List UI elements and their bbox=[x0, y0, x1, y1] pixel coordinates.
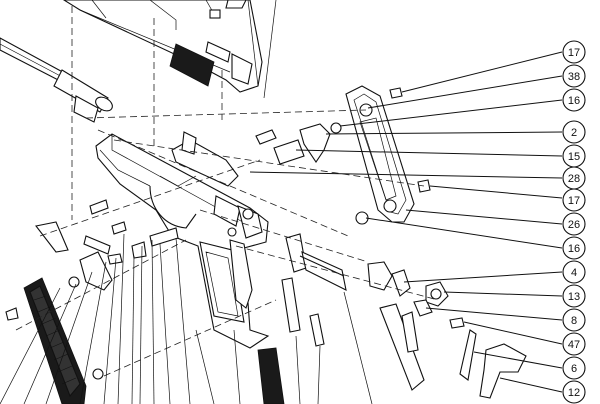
small-parts bbox=[255, 87, 527, 404]
left-small-parts bbox=[5, 199, 179, 321]
callout-label-16a: 16 bbox=[568, 95, 580, 107]
callout-label-17b: 17 bbox=[568, 195, 580, 207]
callout-circle-4 bbox=[562, 260, 586, 284]
callout-circle-16a bbox=[562, 88, 586, 112]
slide bbox=[62, 0, 263, 93]
barrel bbox=[0, 37, 113, 123]
callout-label-17a: 17 bbox=[568, 47, 580, 59]
callout-label-28: 28 bbox=[568, 173, 580, 185]
frame bbox=[95, 131, 270, 349]
callout-circle-8 bbox=[562, 308, 586, 332]
callout-circle-12 bbox=[562, 380, 586, 404]
callout-circle-47 bbox=[562, 332, 586, 356]
callout-label-2: 2 bbox=[571, 127, 577, 139]
callout-label-47: 47 bbox=[568, 339, 580, 351]
callout-label-13: 13 bbox=[568, 291, 580, 303]
callout-circle-38 bbox=[562, 64, 586, 88]
callout-label-8: 8 bbox=[571, 315, 577, 327]
assembly-guides bbox=[15, 6, 439, 377]
callout-circles bbox=[562, 40, 586, 404]
callout-label-4: 4 bbox=[571, 267, 577, 279]
callout-circle-26 bbox=[562, 212, 586, 236]
right-grip-panel bbox=[345, 85, 415, 223]
callout-labels: 17 38 16 2 15 28 17 26 16 4 13 8 47 6 12 bbox=[568, 47, 580, 399]
leader-lines-left bbox=[0, 0, 373, 404]
callout-circle-16b bbox=[562, 236, 586, 260]
callout-leaders bbox=[249, 51, 563, 393]
callout-circle-17b bbox=[562, 188, 586, 212]
callout-circle-17a bbox=[562, 40, 586, 64]
callout-label-6: 6 bbox=[571, 363, 577, 375]
callout-label-15: 15 bbox=[568, 151, 580, 163]
callout-circle-2 bbox=[562, 120, 586, 144]
callout-label-16b: 16 bbox=[568, 243, 580, 255]
left-grip-panel bbox=[23, 276, 104, 404]
callout-label-26: 26 bbox=[568, 219, 580, 231]
callout-label-38: 38 bbox=[568, 71, 580, 83]
callout-circle-13 bbox=[562, 284, 586, 308]
callout-circle-6 bbox=[562, 356, 586, 380]
callout-label-12: 12 bbox=[568, 387, 580, 399]
